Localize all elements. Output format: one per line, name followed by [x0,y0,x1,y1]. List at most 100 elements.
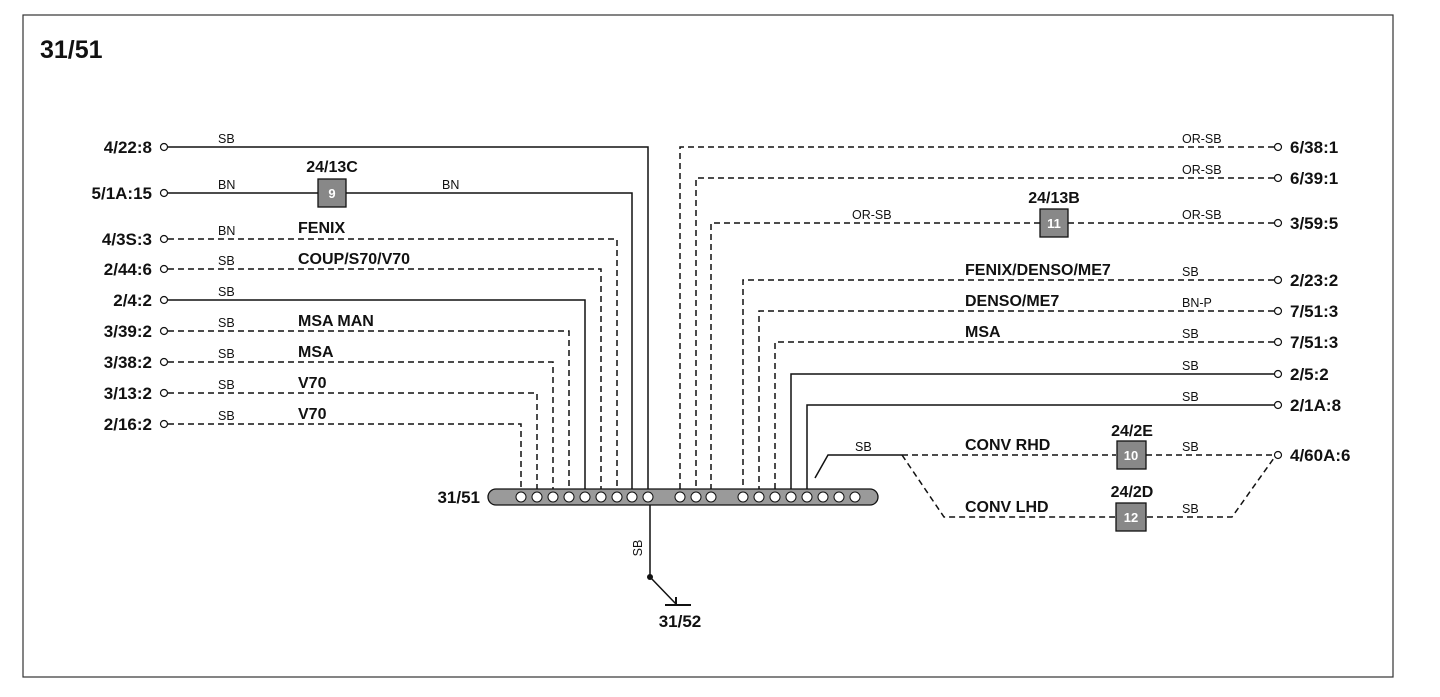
terminal-pin [1273,306,1283,316]
component-number: 10 [1124,448,1138,463]
terminal-pin [159,419,169,429]
ground-link [649,576,677,605]
terminal-label: 2/5:2 [1290,365,1329,384]
component-24-13b: 24/13B 11 [1028,190,1080,238]
right-wires [679,146,1274,490]
wire [168,361,554,490]
splice-pin [769,491,781,503]
terminal-label: 5/1A:15 [92,184,152,203]
variant-note: V70 [298,406,327,423]
variant-note: FENIX/DENSO/ME7 [965,262,1111,279]
component-number: 9 [328,186,335,201]
wire [168,146,649,490]
wire-code: SB [1182,390,1199,404]
left-wires [168,146,649,490]
component-box [317,178,347,208]
component-box [1039,208,1069,238]
right-wire-codes: OR-SB OR-SB OR-SB OR-SB SB BN-P SB SB SB [852,132,1222,404]
wire-code: SB [1182,327,1199,341]
wire-code: SB [218,285,235,299]
splice-label: 31/51 [437,488,480,507]
component-ref: 24/2D [1111,484,1154,501]
wire [168,238,618,490]
wire-code: SB [631,540,645,557]
splice-pin [611,491,623,503]
left-terminals: 4/22:8 5/1A:15 4/3S:3 2/44:6 2/4:2 3/39:… [92,138,152,434]
component-number: 12 [1124,510,1138,525]
right-variant-notes: FENIX/DENSO/ME7 DENSO/ME7 MSA [965,262,1111,341]
terminal-label: 2/16:2 [104,415,152,434]
terminal-pin [159,326,169,336]
wire-code: SB [218,316,235,330]
wire [168,268,602,490]
terminal-label: 2/1A:8 [1290,396,1341,415]
component-ref: 24/13C [306,159,358,176]
terminal-pin [1273,400,1283,410]
terminal-pin [159,234,169,244]
ground-31-52: SB 31/52 [631,505,701,631]
terminal-label: 2/4:2 [113,291,152,310]
left-terminal-pins [159,142,169,429]
terminal-label: 7/51:3 [1290,333,1338,352]
terminal-pin [1273,218,1283,228]
splice-pin [817,491,829,503]
component-number: 11 [1047,216,1061,231]
splice-pin [785,491,797,503]
terminal-pin [159,264,169,274]
splice-pin [801,491,813,503]
component-box [1116,440,1147,470]
splice-pin [547,491,559,503]
wire [790,373,1274,490]
wire [758,310,1274,490]
ground-symbol [665,597,691,606]
wire-code: BN [218,178,235,192]
wire-code: OR-SB [1182,163,1222,177]
variant-note: DENSO/ME7 [965,293,1059,310]
splice-pin [753,491,765,503]
splice-pins [515,491,861,503]
wire-code: BN [442,178,459,192]
wire [774,341,1274,490]
terminal-label: 2/23:2 [1290,271,1338,290]
terminal-pin [1273,450,1283,460]
terminal-label: 2/44:6 [104,260,152,279]
variant-note: MSA [965,324,1001,341]
splice-pin [737,491,749,503]
wire-code: OR-SB [1182,208,1222,222]
splice-pin [705,491,717,503]
terminal-label: 3/13:2 [104,384,152,403]
left-variant-notes: FENIX COUP/S70/V70 MSA MAN MSA V70 V70 [298,220,410,423]
terminal-label: 7/51:3 [1290,302,1338,321]
wire [1147,457,1275,518]
wire [168,423,522,490]
splice-pin [595,491,607,503]
terminal-label: 3/38:2 [104,353,152,372]
component-ref: 24/2E [1111,423,1153,440]
terminal-label: 3/59:5 [1290,214,1338,233]
splice-pin [833,491,845,503]
wire-code: SB [218,254,235,268]
splice-pin [849,491,861,503]
wire [346,192,633,490]
wire [168,330,570,490]
terminal-pin [159,388,169,398]
splice-pin [531,491,543,503]
splice-pin [674,491,686,503]
terminal-label: 6/38:1 [1290,138,1338,157]
wire [901,454,1115,518]
terminal-pin [1273,369,1283,379]
variant-note: CONV RHD [965,437,1050,454]
wire-code: SB [1182,440,1199,454]
terminal-pin [159,188,169,198]
terminal-pin [1273,337,1283,347]
wire [814,454,902,479]
terminal-pin [159,142,169,152]
terminal-pin [1273,142,1283,152]
terminal-pin [159,357,169,367]
terminal-label: 3/39:2 [104,322,152,341]
component-24-13c: 24/13C 9 [306,159,358,208]
diagram-frame [22,14,1394,678]
conv-branch: SB SB SB CONV RHD CONV LHD 4/60A:6 24/2E… [814,423,1350,532]
wire-code: SB [1182,359,1199,373]
